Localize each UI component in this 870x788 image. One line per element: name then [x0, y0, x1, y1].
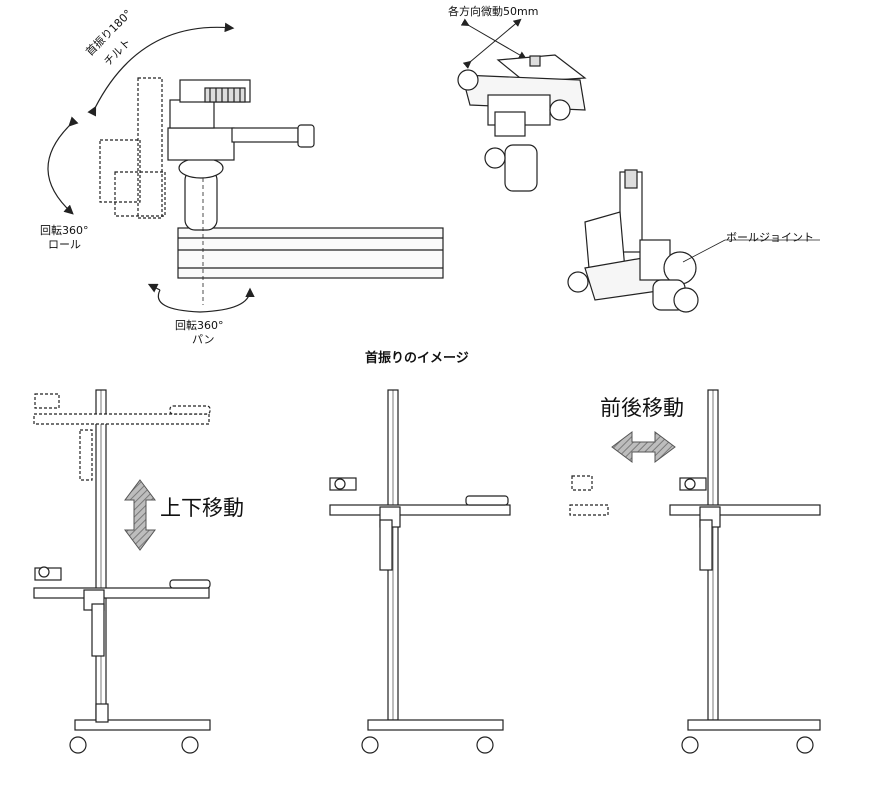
- roll-label-line2: ロール: [48, 238, 81, 251]
- stand-center: [329, 389, 511, 754]
- pan-label-line2: パン: [192, 333, 215, 346]
- pan-tilt-head-drawing: [99, 77, 444, 305]
- pan-label-line1: 回転360°: [175, 319, 224, 332]
- horizontal-arrow: [611, 431, 676, 463]
- stand-front-back-move: [569, 389, 821, 754]
- fine-adjust-label: 各方向微動50mm: [448, 5, 539, 18]
- ball-joint-drawing: [567, 169, 820, 313]
- vertical-arrow: [124, 479, 156, 551]
- front-back-move-label: 前後移動: [600, 396, 684, 420]
- stand-vertical-move: [33, 389, 211, 754]
- figure-caption: 首振りのイメージ: [365, 351, 469, 366]
- vertical-move-label: 上下移動: [160, 496, 244, 520]
- ball-joint-label: ボールジョイント: [726, 231, 814, 244]
- rotation-arrows: [47, 22, 255, 313]
- fine-adjust-stage-drawing: [457, 18, 587, 192]
- roll-label-line1: 回転360°: [40, 224, 89, 237]
